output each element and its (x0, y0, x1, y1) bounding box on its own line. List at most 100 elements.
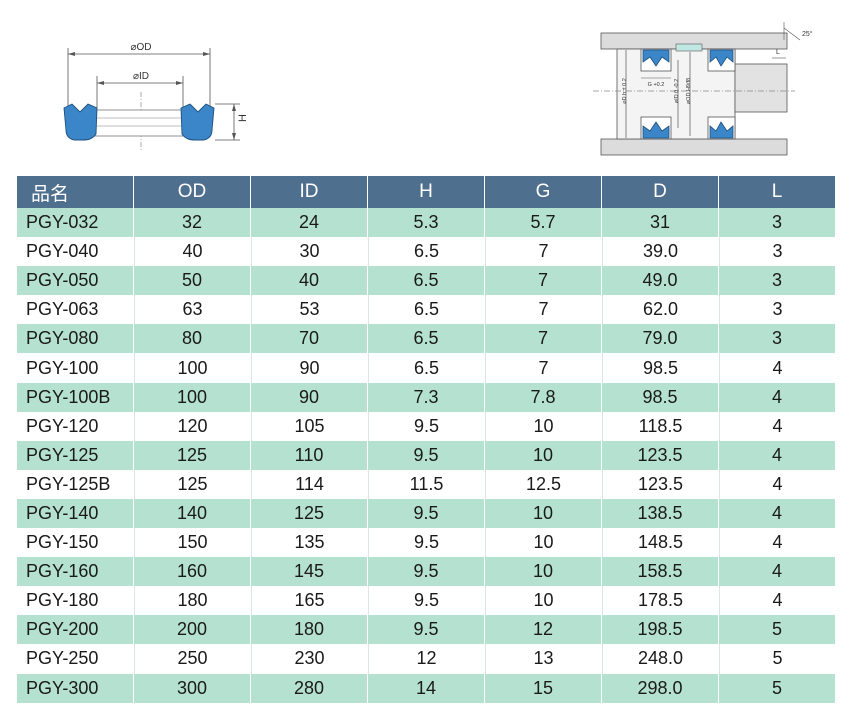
value-cell: 6.5 (368, 237, 484, 267)
value-cell: 3 (719, 324, 835, 354)
value-cell: 30 (251, 237, 367, 267)
value-cell: 6.5 (368, 266, 484, 296)
value-cell: 24 (251, 208, 367, 238)
id-dimension-label: ⌀ID (133, 71, 149, 82)
od-bore-dimension-label: ⌀OD H9/f8 (686, 78, 692, 104)
value-cell: 158.5 (602, 557, 718, 587)
h-dimension-label: H (237, 114, 249, 122)
part-name-cell: PGY-063 (17, 295, 133, 325)
part-name-cell: PGY-100 (17, 353, 133, 383)
value-cell: 125 (134, 440, 250, 470)
value-cell: 3 (719, 295, 835, 325)
value-cell: 11.5 (368, 469, 484, 499)
value-cell: 148.5 (602, 528, 718, 558)
value-cell: 80 (134, 324, 250, 354)
value-cell: 178.5 (602, 586, 718, 616)
value-cell: 32 (134, 208, 250, 238)
value-cell: 12 (485, 615, 601, 645)
value-cell: 165 (251, 586, 367, 616)
column-header: H (368, 176, 484, 208)
id-groove-dimension-label: ⌀ID 0 -0.2 (674, 79, 680, 103)
l-dimension-label: L (776, 49, 780, 56)
part-name-cell: PGY-160 (17, 557, 133, 587)
value-cell: 118.5 (602, 411, 718, 441)
column-header: D (602, 176, 718, 208)
value-cell: 5 (719, 673, 835, 703)
value-cell: 5.3 (368, 208, 484, 238)
value-cell: 250 (134, 644, 250, 674)
part-name-cell: PGY-040 (17, 237, 133, 267)
value-cell: 140 (134, 498, 250, 529)
value-cell: 10 (485, 528, 601, 558)
value-cell: 6.5 (368, 324, 484, 354)
od-dimension-label: ⌀OD (130, 42, 151, 53)
column-header: ID (251, 176, 367, 208)
value-cell: 7 (485, 324, 601, 354)
seal-cross-section-diagram: ⌀OD ⌀ID H (63, 40, 249, 150)
value-cell: 4 (719, 557, 835, 587)
value-cell: 63 (134, 295, 250, 325)
part-name-cell: PGY-125B (17, 469, 133, 499)
part-name-cell: PGY-120 (17, 411, 133, 441)
value-cell: 7.3 (368, 382, 484, 412)
value-cell: 123.5 (602, 440, 718, 470)
value-cell: 3 (719, 237, 835, 267)
d-dimension-label: ⌀D h ± 0.2 (622, 78, 628, 104)
value-cell: 123.5 (602, 469, 718, 499)
value-cell: 10 (485, 440, 601, 470)
g-dimension-label: G +0.2 (648, 82, 665, 88)
value-cell: 5 (719, 615, 835, 645)
column-header: L (719, 176, 835, 208)
value-cell: 4 (719, 498, 835, 529)
value-cell: 114 (251, 469, 367, 499)
value-cell: 3 (719, 208, 835, 238)
part-name-cell: PGY-150 (17, 528, 133, 558)
value-cell: 10 (485, 586, 601, 616)
value-cell: 40 (251, 266, 367, 296)
value-cell: 110 (251, 440, 367, 470)
value-cell: 6.5 (368, 295, 484, 325)
value-cell: 13 (485, 644, 601, 674)
value-cell: 9.5 (368, 440, 484, 470)
value-cell: 9.5 (368, 411, 484, 441)
value-cell: 39.0 (602, 237, 718, 267)
value-cell: 150 (134, 528, 250, 558)
chamfer-angle-label: 25° (802, 30, 813, 38)
part-name-cell: PGY-140 (17, 498, 133, 529)
part-name-cell: PGY-050 (17, 266, 133, 296)
value-cell: 98.5 (602, 353, 718, 383)
value-cell: 230 (251, 644, 367, 674)
value-cell: 4 (719, 382, 835, 412)
value-cell: 40 (134, 237, 250, 267)
value-cell: 4 (719, 586, 835, 616)
value-cell: 31 (602, 208, 718, 238)
part-name-cell: PGY-250 (17, 644, 133, 674)
value-cell: 49.0 (602, 266, 718, 296)
value-cell: 79.0 (602, 324, 718, 354)
value-cell: 125 (251, 498, 367, 529)
part-name-cell: PGY-200 (17, 615, 133, 645)
value-cell: 100 (134, 353, 250, 383)
value-cell: 200 (134, 615, 250, 645)
value-cell: 160 (134, 557, 250, 587)
value-cell: 105 (251, 411, 367, 441)
value-cell: 12 (368, 644, 484, 674)
value-cell: 98.5 (602, 382, 718, 412)
value-cell: 90 (251, 353, 367, 383)
value-cell: 9.5 (368, 615, 484, 645)
value-cell: 135 (251, 528, 367, 558)
part-name-cell: PGY-032 (17, 208, 133, 238)
value-cell: 9.5 (368, 528, 484, 558)
value-cell: 7 (485, 295, 601, 325)
